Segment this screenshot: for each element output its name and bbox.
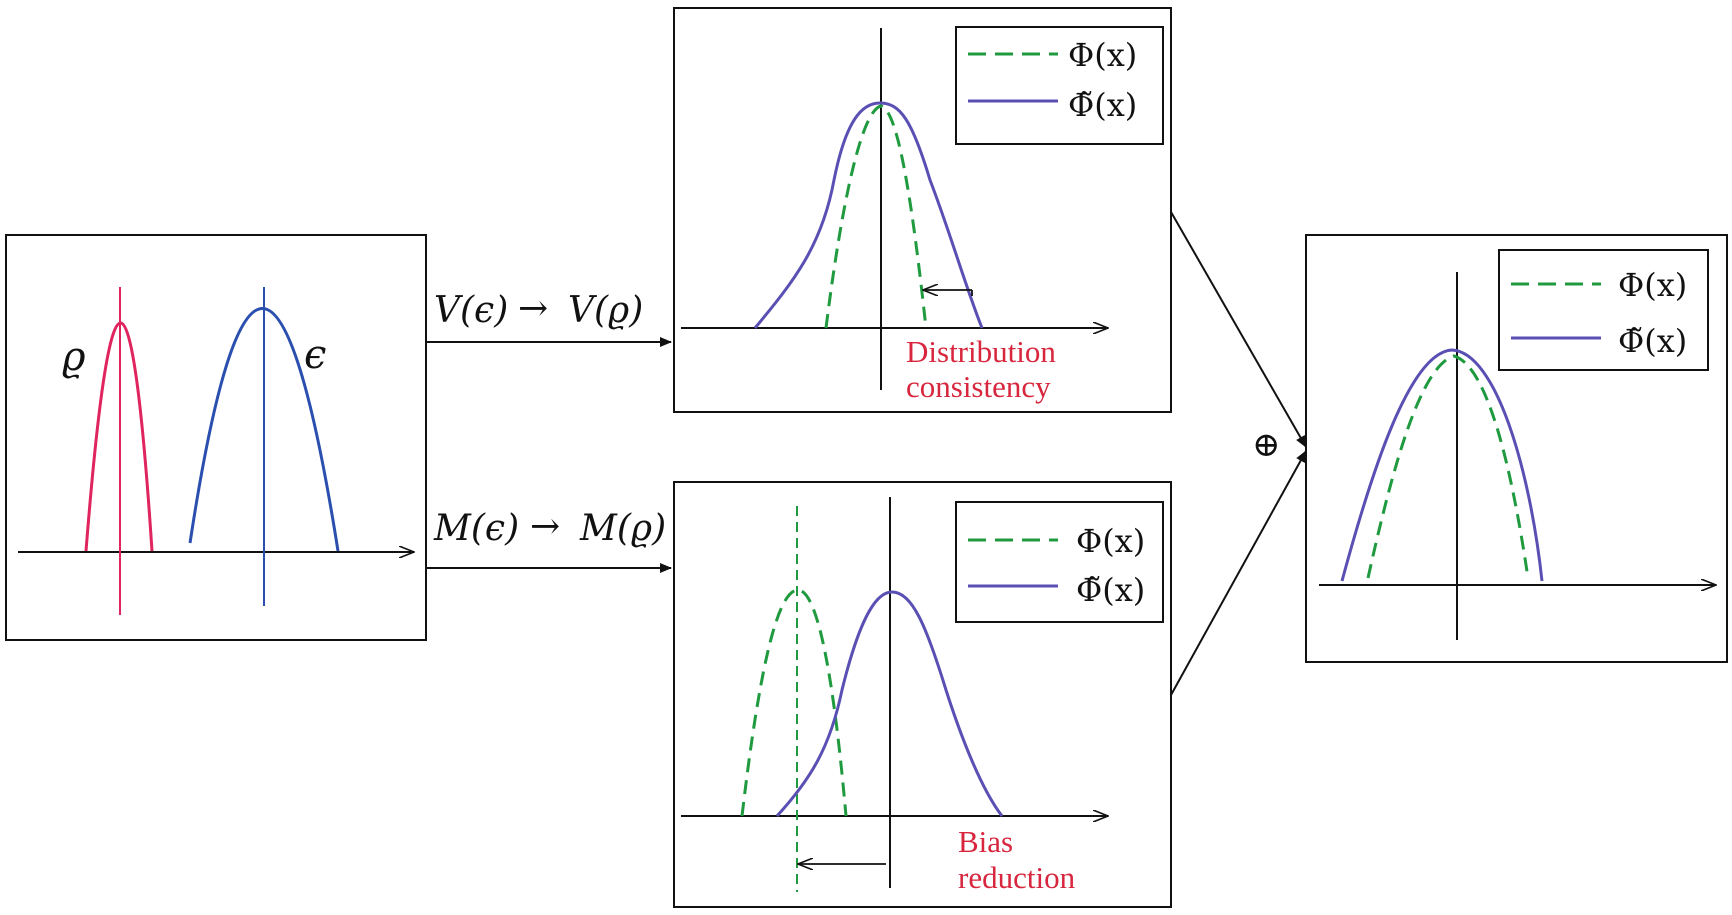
rho-label: ϱ	[62, 334, 86, 380]
mean-phi-tilde-curve	[775, 590, 1004, 818]
rho-curve	[84, 321, 154, 552]
mean-label-left: M(ϵ)	[433, 508, 519, 549]
result-panel: Φ(x) Φ̃(x)	[1305, 234, 1728, 663]
merge-arrow-top	[1170, 211, 1307, 448]
mean-legend: Φ(x) Φ̃(x)	[955, 501, 1164, 623]
variance-legend-frame	[955, 26, 1164, 145]
variance-phi-curve	[824, 104, 928, 329]
mean-panel: Bias reduction Φ(x) Φ̃(x)	[673, 481, 1172, 908]
variance-transfer-label: V(ϵ) → V(ϱ)	[434, 288, 643, 331]
combine-symbol: ⊕	[1252, 425, 1281, 465]
variance-panel: Distribution consistency Φ(x) Φ̃(x)	[673, 7, 1172, 413]
mean-legend-frame	[955, 501, 1164, 623]
result-legend: Φ(x) Φ̃(x)	[1498, 249, 1709, 371]
epsilon-curve	[188, 307, 340, 552]
mean-note-line-2: reduction	[958, 860, 1076, 895]
variance-label-right: V(ϱ)	[568, 290, 643, 331]
result-panel-frame	[1305, 234, 1728, 663]
merge-arrow-bottom	[1170, 450, 1307, 696]
connectors: V(ϵ) → V(ϱ) M(ϵ) → M(ϱ) ⊕	[427, 211, 1307, 696]
variance-label-left: V(ϵ)	[434, 290, 508, 331]
mean-phi-curve	[740, 588, 848, 817]
variance-note-line-2: consistency	[906, 369, 1051, 404]
mean-legend-phi-label: Φ(x)	[1076, 522, 1145, 560]
input-panel: ϱ ϵ	[5, 234, 427, 641]
result-phi-tilde-curve	[1340, 348, 1544, 582]
variance-phi-tilde-curve	[753, 101, 984, 329]
variance-panel-frame	[673, 7, 1172, 413]
mean-note-line-1: Bias	[958, 824, 1013, 859]
mean-label-right: M(ϱ)	[579, 508, 666, 549]
mean-legend-phi-tilde-label: Φ̃(x)	[1076, 571, 1145, 609]
result-legend-frame	[1498, 249, 1709, 371]
result-phi-curve	[1366, 354, 1530, 579]
variance-legend: Φ(x) Φ̃(x)	[955, 26, 1164, 145]
variance-legend-phi-tilde-label: Φ̃(x)	[1068, 86, 1137, 124]
variance-legend-phi-label: Φ(x)	[1068, 36, 1137, 74]
input-panel-frame	[5, 234, 427, 641]
mean-panel-frame	[673, 481, 1172, 908]
result-legend-phi-label: Φ(x)	[1618, 266, 1687, 304]
mean-transfer-label: M(ϵ) → M(ϱ)	[433, 506, 666, 549]
variance-label-arrow: →	[518, 288, 548, 329]
mean-label-arrow: →	[530, 506, 560, 547]
epsilon-label: ϵ	[304, 332, 326, 378]
variance-note-line-1: Distribution	[906, 334, 1056, 369]
result-legend-phi-tilde-label: Φ̃(x)	[1618, 322, 1687, 360]
